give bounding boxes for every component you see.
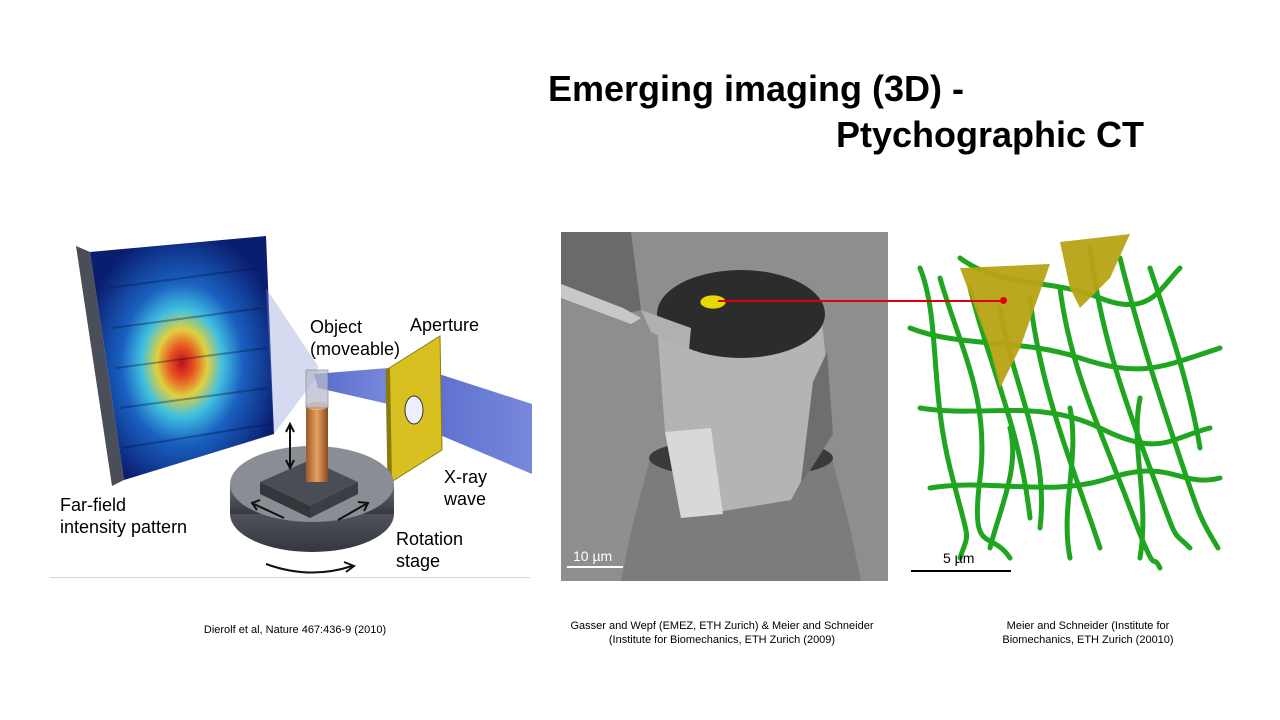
label-far-field: Far-field intensity pattern — [60, 495, 188, 537]
caption-left: Dierolf et al, Nature 467:436-9 (2010) — [203, 624, 387, 636]
sem-scale-bar-label: 10 µm — [573, 548, 613, 564]
pointer-line-end-dot — [1000, 297, 1007, 304]
label-xray-wave: X-ray wave — [444, 467, 488, 509]
label-aperture: Aperture — [410, 315, 480, 335]
network-illustration — [907, 234, 1223, 571]
slide-title-line1: Emerging imaging (3D) - — [548, 68, 965, 109]
ct-reconstruction-image — [900, 228, 1230, 580]
sem-illustration — [561, 232, 888, 581]
setup-illustration — [76, 236, 532, 574]
pointer-line — [718, 300, 1004, 302]
ptychography-setup-diagram: Object (moveable) Aperture X-ray wave Fa… — [48, 228, 532, 580]
sem-image: 10 µm — [561, 232, 888, 581]
label-rotation-stage: Rotation stage — [396, 529, 464, 571]
left-figure-baseline — [50, 577, 530, 578]
reconstruction-scale-bar — [911, 570, 1011, 572]
caption-middle: Gasser and Wepf (EMEZ, ETH Zurich) & Mei… — [570, 620, 874, 646]
label-object: Object (moveable) — [310, 317, 401, 359]
slide-title-line2: Ptychographic CT — [836, 114, 1145, 155]
caption-right: Meier and Schneider (Institute for Biome… — [1002, 620, 1174, 646]
reconstruction-scale-bar-label: 5 µm — [943, 550, 975, 566]
